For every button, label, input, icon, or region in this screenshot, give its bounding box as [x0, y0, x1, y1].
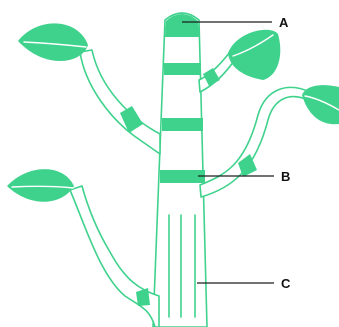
label-c: C	[281, 276, 291, 291]
leaf-upper-left	[18, 23, 88, 61]
label-a: A	[279, 15, 289, 30]
leaf-right	[302, 85, 339, 124]
stem-band-3	[162, 118, 203, 131]
leaf-lower-left	[7, 169, 74, 202]
right-branch	[200, 87, 310, 197]
upper-left-branch	[80, 50, 160, 154]
stem-band-2	[164, 63, 201, 75]
leaf-upper-right	[228, 30, 280, 80]
lower-left-branch	[70, 186, 159, 327]
label-b: B	[281, 169, 290, 184]
